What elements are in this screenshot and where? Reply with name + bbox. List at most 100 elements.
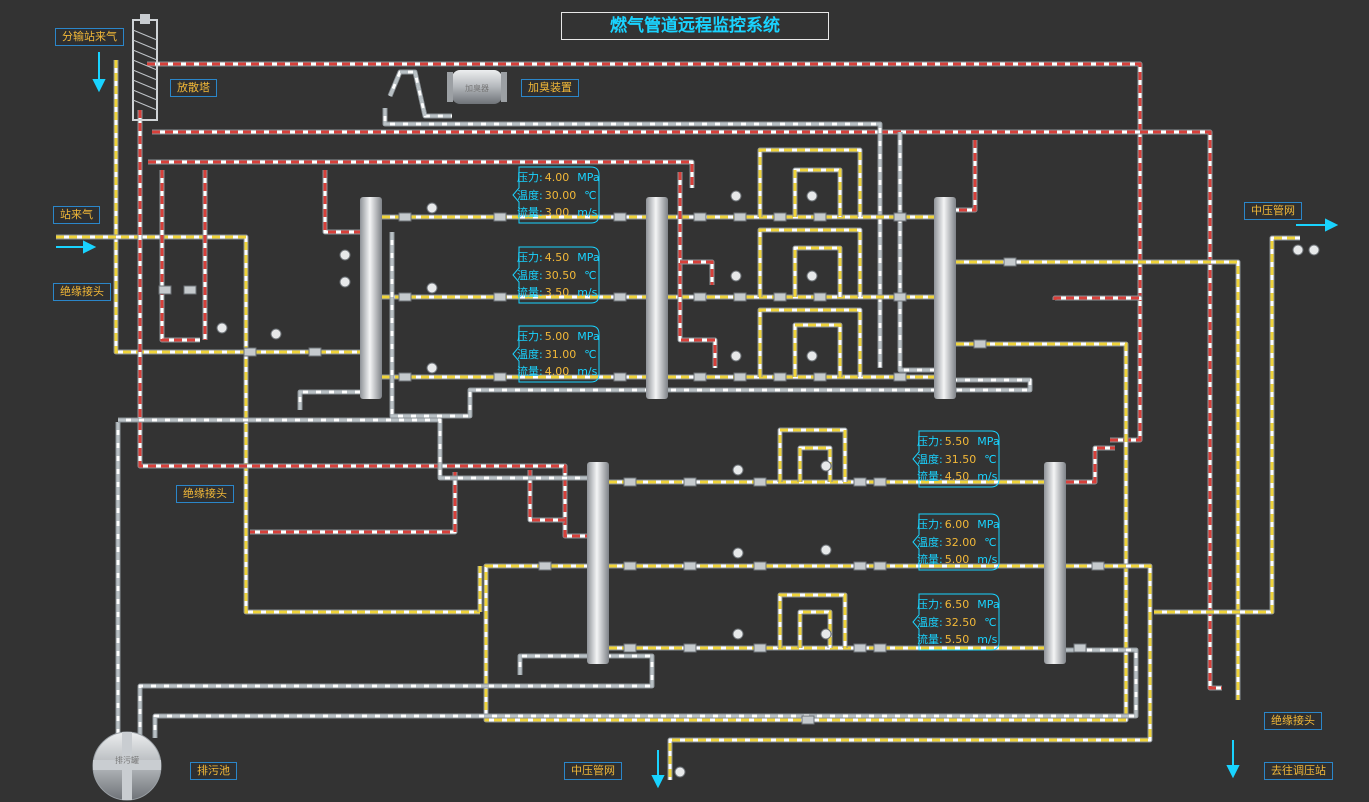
valve-icon[interactable] [801,715,815,725]
pressure-gauge-icon[interactable] [426,362,438,374]
valve-icon[interactable] [893,292,907,302]
pipe-segment[interactable] [1154,236,1300,614]
valve-icon[interactable] [683,643,697,653]
pressure-gauge-icon[interactable] [806,350,818,362]
valve-icon[interactable] [158,285,172,295]
pipe-segment[interactable] [56,235,480,614]
pipe-segment[interactable] [678,172,717,368]
valve-icon[interactable] [873,643,887,653]
pipe-segment[interactable] [518,654,587,675]
valve-icon[interactable] [753,643,767,653]
valve-icon[interactable] [893,212,907,222]
valve-icon[interactable] [623,561,637,571]
valve-icon[interactable] [493,212,507,222]
valve-icon[interactable] [813,372,827,382]
valve-icon[interactable] [813,292,827,302]
pipe-segment[interactable] [793,323,842,377]
valve-icon[interactable] [813,212,827,222]
sewage-tank[interactable]: 排污罐 [92,731,162,801]
valve-icon[interactable] [308,347,322,357]
pipe-segment[interactable] [152,130,1222,690]
valve-icon[interactable] [623,477,637,487]
pressure-gauge-icon[interactable] [1292,244,1304,256]
pressure-gauge-icon[interactable] [806,190,818,202]
pipe-segment[interactable] [758,148,862,217]
valve-icon[interactable] [398,212,412,222]
pressure-gauge-icon[interactable] [730,270,742,282]
pressure-gauge-icon[interactable] [732,547,744,559]
pipe-segment[interactable] [956,140,977,212]
valve-icon[interactable] [853,477,867,487]
pipe-segment[interactable] [484,342,1128,722]
pipe-segment[interactable] [138,110,587,538]
valve-icon[interactable] [613,372,627,382]
valve-icon[interactable] [683,477,697,487]
valve-icon[interactable] [753,561,767,571]
pipe-segment[interactable] [114,60,360,354]
pressure-gauge-icon[interactable] [820,460,832,472]
pipe-segment[interactable] [153,648,1138,738]
pressure-gauge-icon[interactable] [339,249,351,261]
pressure-gauge-icon[interactable] [820,628,832,640]
valve-icon[interactable] [853,561,867,571]
pipe-segment[interactable] [390,232,1032,418]
pipe-segment[interactable] [323,170,360,234]
valve-icon[interactable] [853,643,867,653]
valve-icon[interactable] [183,285,197,295]
pipe-segment[interactable] [680,260,714,285]
valve-icon[interactable] [773,212,787,222]
valve-icon[interactable] [683,561,697,571]
pressure-gauge-icon[interactable] [426,202,438,214]
pressure-gauge-icon[interactable] [674,766,686,778]
pipe-segment[interactable] [1053,296,1142,300]
pipe-segment[interactable] [138,654,654,735]
valve-icon[interactable] [613,292,627,302]
pressure-gauge-icon[interactable] [426,282,438,294]
pipe-segment[interactable] [298,390,360,410]
valve-icon[interactable] [1003,257,1017,267]
valve-icon[interactable] [893,372,907,382]
valve-icon[interactable] [973,339,987,349]
pipe-segment[interactable] [668,564,1152,780]
odorizer-tank[interactable]: 加臭器 [447,70,507,104]
pressure-gauge-icon[interactable] [339,276,351,288]
valve-icon[interactable] [1091,561,1105,571]
valve-icon[interactable] [243,347,257,357]
valve-icon[interactable] [733,212,747,222]
valve-icon[interactable] [873,561,887,571]
valve-icon[interactable] [733,372,747,382]
pressure-gauge-icon[interactable] [1308,244,1320,256]
pressure-gauge-icon[interactable] [270,328,282,340]
pressure-gauge-icon[interactable] [730,190,742,202]
pipe-segment[interactable] [160,170,200,342]
pipe-segment[interactable] [388,70,452,118]
valve-icon[interactable] [733,292,747,302]
pipe-segment[interactable] [528,470,565,522]
pressure-gauge-icon[interactable] [732,628,744,640]
valve-icon[interactable] [773,372,787,382]
valve-icon[interactable] [753,477,767,487]
valve-icon[interactable] [398,292,412,302]
valve-icon[interactable] [773,292,787,302]
pipe-segment[interactable] [956,260,1240,700]
valve-icon[interactable] [693,212,707,222]
pipe-segment[interactable] [793,246,842,297]
valve-icon[interactable] [493,292,507,302]
valve-icon[interactable] [538,561,552,571]
pressure-gauge-icon[interactable] [806,270,818,282]
pipe-segment[interactable] [778,593,847,648]
valve-icon[interactable] [1073,643,1087,653]
pipe-segment[interactable] [758,308,862,377]
pipe-segment[interactable] [1066,446,1115,484]
pipe-segment[interactable] [898,132,934,372]
pipe-segment[interactable] [118,418,587,480]
pipe-segment[interactable] [758,228,862,297]
pressure-gauge-icon[interactable] [820,544,832,556]
valve-icon[interactable] [693,372,707,382]
pressure-gauge-icon[interactable] [732,464,744,476]
